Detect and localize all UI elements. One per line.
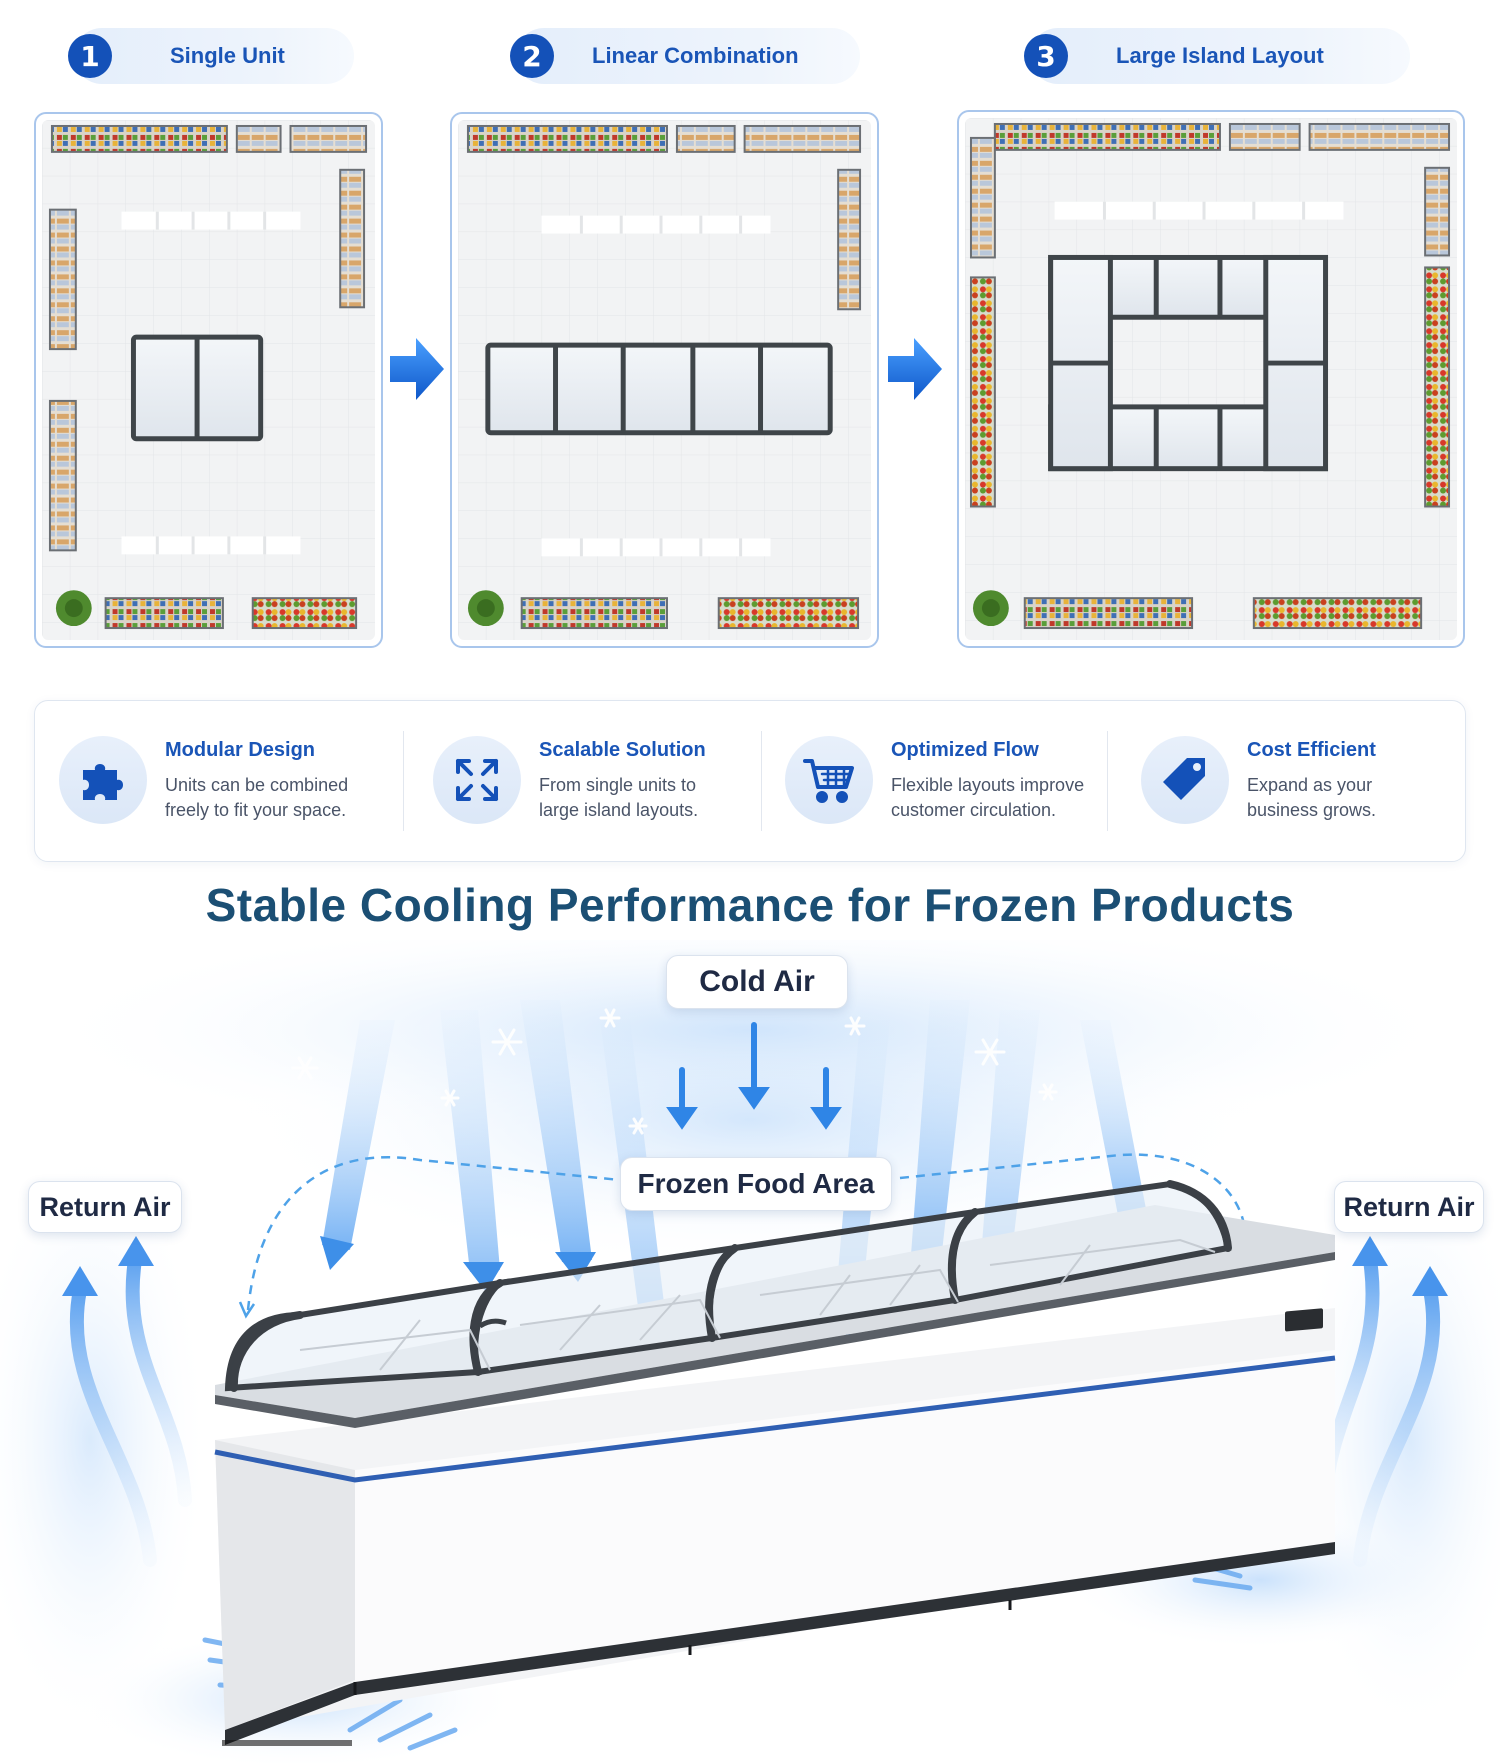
step-1-label: Single Unit: [170, 43, 285, 68]
feature-title: Optimized Flow: [891, 739, 1039, 761]
feature-modular-design: Modular Design Units can be combined fre…: [35, 701, 405, 861]
step-1-number: 1: [68, 34, 112, 78]
cooling-title: Stable Cooling Performance for Frozen Pr…: [205, 879, 1295, 931]
feature-title: Cost Efficient: [1247, 739, 1376, 761]
next-arrow-2: [888, 338, 942, 400]
cooling-illustration: [0, 940, 1500, 1763]
feature-desc: Units can be combined freely to fit your…: [165, 775, 349, 820]
cold-air-label: Cold Air: [666, 955, 848, 1009]
return-air-left-label: Return Air: [28, 1181, 182, 1233]
step-1-pill: 1 Single Unit: [68, 28, 354, 84]
floorplan-large-island: [957, 110, 1465, 648]
floorplan-single-unit: [34, 112, 383, 648]
divider: [761, 731, 762, 831]
feature-scalable-solution: Scalable Solution From single units to l…: [409, 701, 759, 861]
step-3-number: 3: [1024, 34, 1068, 78]
expand-arrows-icon: [433, 736, 521, 824]
feature-optimized-flow: Optimized Flow Flexible layouts improve …: [761, 701, 1111, 861]
floorplan-linear-combination: [450, 112, 879, 648]
return-air-right-label: Return Air: [1334, 1181, 1484, 1233]
step-2-number: 2: [510, 34, 554, 78]
step-2-pill: 2 Linear Combination: [510, 28, 860, 84]
frozen-food-area-label: Frozen Food Area: [620, 1157, 892, 1211]
step-3-pill: 3 Large Island Layout: [1024, 28, 1410, 84]
price-tag-icon: [1141, 736, 1229, 824]
feature-desc: Flexible layouts improve customer circul…: [891, 775, 1085, 820]
shopping-cart-icon: [785, 736, 873, 824]
divider: [1107, 731, 1108, 831]
features-panel: Modular Design Units can be combined fre…: [34, 700, 1466, 862]
feature-cost-efficient: Cost Efficient Expand as your business g…: [1117, 701, 1465, 861]
step-2-label: Linear Combination: [592, 43, 799, 68]
feature-desc: Expand as your business grows.: [1247, 775, 1377, 820]
divider: [403, 731, 404, 831]
puzzle-icon: [59, 736, 147, 824]
next-arrow-1: [390, 338, 444, 400]
step-3-label: Large Island Layout: [1116, 43, 1324, 68]
feature-title: Scalable Solution: [539, 739, 706, 761]
feature-title: Modular Design: [165, 739, 316, 761]
feature-desc: From single units to large island layout…: [539, 775, 699, 820]
